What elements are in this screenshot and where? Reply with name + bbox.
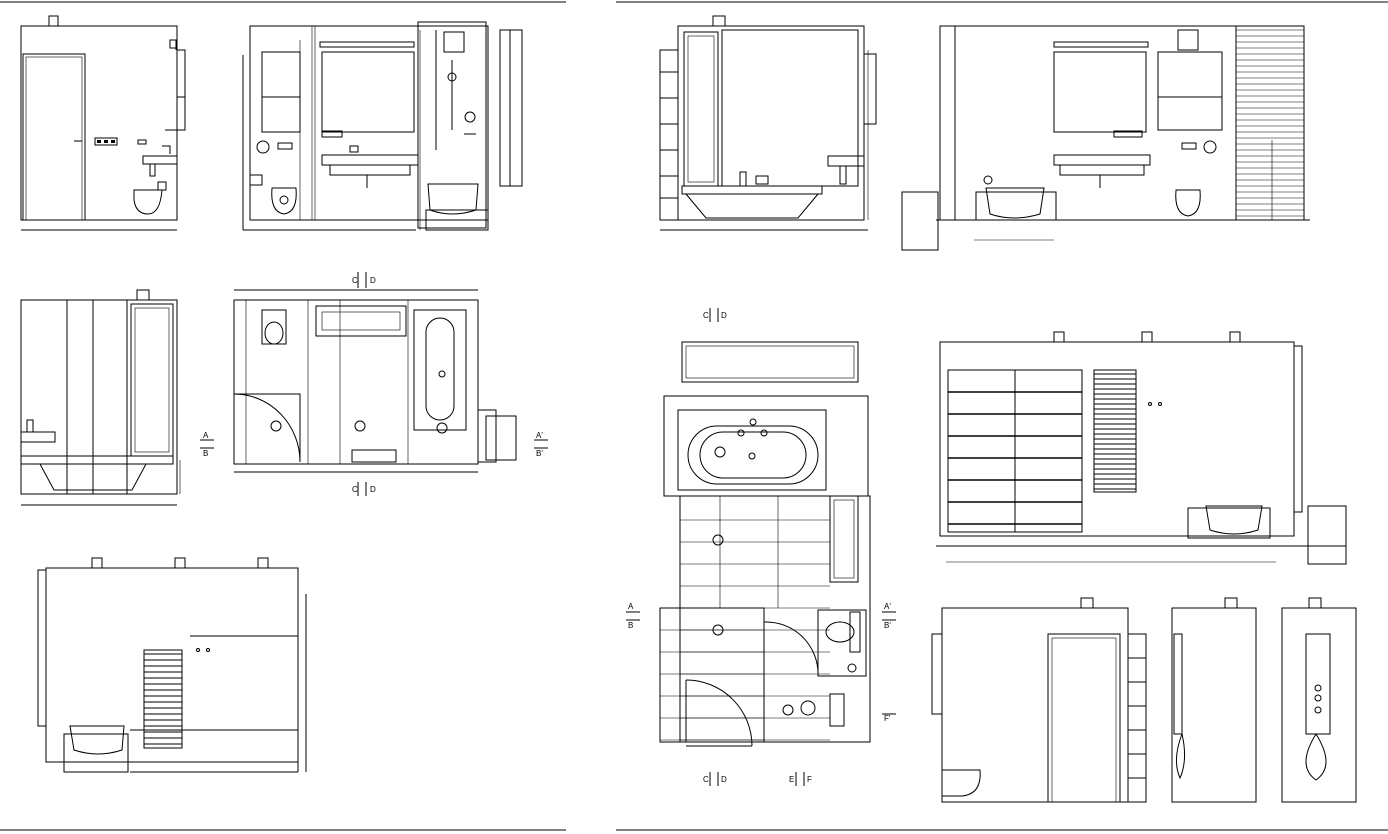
switch-panel bbox=[94, 137, 147, 146]
elevation-vanity-tiles bbox=[901, 25, 1310, 251]
cabin-door bbox=[130, 303, 174, 457]
towel-radiator bbox=[143, 649, 183, 749]
marker-a-prime-right: A' bbox=[884, 602, 891, 611]
wc-front bbox=[249, 140, 297, 215]
section-markers-right-plan: C D C D E F A B A' B' F' bbox=[626, 308, 896, 786]
marker-a-prime-left: A' bbox=[536, 431, 543, 440]
mirror-right bbox=[1053, 41, 1149, 138]
elevation-shower-front bbox=[1281, 597, 1357, 803]
marker-c-bottom: C bbox=[352, 485, 358, 494]
door-right bbox=[1047, 633, 1121, 803]
plan-right-bathtub bbox=[663, 395, 869, 497]
sheet-border-right bbox=[616, 1, 1388, 831]
plan-vanity bbox=[315, 305, 407, 337]
cabinet-right bbox=[1157, 29, 1223, 131]
marker-e-bottom: E bbox=[789, 775, 794, 784]
wc-right bbox=[1175, 140, 1217, 217]
bath-side-bottom bbox=[63, 725, 129, 773]
elevation-vanity-wall bbox=[242, 21, 523, 231]
marker-d-bottom-right: D bbox=[721, 775, 727, 784]
mirror bbox=[319, 41, 415, 138]
elevation-door-wall bbox=[20, 15, 186, 231]
basin-side bbox=[142, 39, 178, 177]
plan-bathtub bbox=[413, 309, 467, 434]
marker-b-left: B bbox=[203, 449, 208, 458]
plan-wc bbox=[261, 309, 287, 345]
marker-b-right: B bbox=[628, 621, 633, 630]
marker-d-bottom: D bbox=[370, 485, 376, 494]
bath-front bbox=[681, 171, 823, 219]
elevation-tiled-wall bbox=[936, 331, 1347, 565]
basin-side-right bbox=[827, 53, 877, 185]
plan-right-shower bbox=[685, 534, 819, 747]
door bbox=[22, 53, 86, 221]
marker-d-top-right: D bbox=[721, 311, 727, 320]
repeated-linework bbox=[144, 29, 1304, 779]
marker-a-right: A bbox=[628, 602, 634, 611]
vanity-basin bbox=[321, 145, 419, 188]
tile-grid-wall bbox=[947, 369, 1083, 533]
window bbox=[721, 29, 859, 187]
marker-b-prime-right: B' bbox=[884, 621, 891, 630]
mirror-cabinet-side bbox=[165, 49, 186, 131]
marker-a-left: A bbox=[203, 431, 209, 440]
marker-f-bottom: F bbox=[807, 775, 812, 784]
plan-right-basin bbox=[782, 693, 845, 727]
glass-panel bbox=[499, 29, 523, 187]
floor-plan-right bbox=[659, 341, 871, 747]
sheet-border-left bbox=[0, 1, 566, 831]
marker-f-prime: F' bbox=[884, 714, 891, 723]
elevation-radiator-wall bbox=[37, 557, 307, 773]
marker-c-bottom-right: C bbox=[703, 775, 709, 784]
plan-right-wc bbox=[817, 609, 867, 677]
marker-d-top: D bbox=[370, 276, 376, 285]
bath-cabin bbox=[20, 455, 174, 491]
bathtub-right bbox=[975, 175, 1057, 221]
cabinet-left bbox=[261, 51, 301, 133]
plan-drain bbox=[351, 420, 397, 463]
plan-right-tiles bbox=[659, 495, 871, 743]
towel-radiator-right bbox=[1093, 369, 1137, 493]
vanity-basin-right bbox=[1053, 154, 1151, 188]
marker-c-top-right: C bbox=[703, 311, 709, 320]
tile-stripes bbox=[1235, 25, 1305, 221]
elevation-shower-side bbox=[1171, 597, 1257, 803]
marker-b-prime-left: B' bbox=[536, 449, 543, 458]
bath-right-elev bbox=[1187, 505, 1347, 565]
elevation-door-right bbox=[931, 597, 1147, 803]
tile-column bbox=[659, 49, 679, 221]
shower-screen bbox=[683, 31, 719, 187]
wc-side bbox=[133, 181, 167, 215]
marker-c-top: C bbox=[352, 276, 358, 285]
floor-plan-left bbox=[233, 289, 517, 473]
plan-shower bbox=[233, 393, 301, 463]
elevation-tub-wall bbox=[659, 15, 877, 231]
elevation-shower-cabin bbox=[20, 289, 178, 506]
bathtub-side bbox=[425, 183, 489, 231]
section-markers-left-plan: C D C D A B A' B' bbox=[200, 272, 548, 496]
plan-right-glass bbox=[829, 495, 859, 583]
shower-wall bbox=[417, 21, 487, 229]
basin-cabin bbox=[20, 419, 56, 443]
